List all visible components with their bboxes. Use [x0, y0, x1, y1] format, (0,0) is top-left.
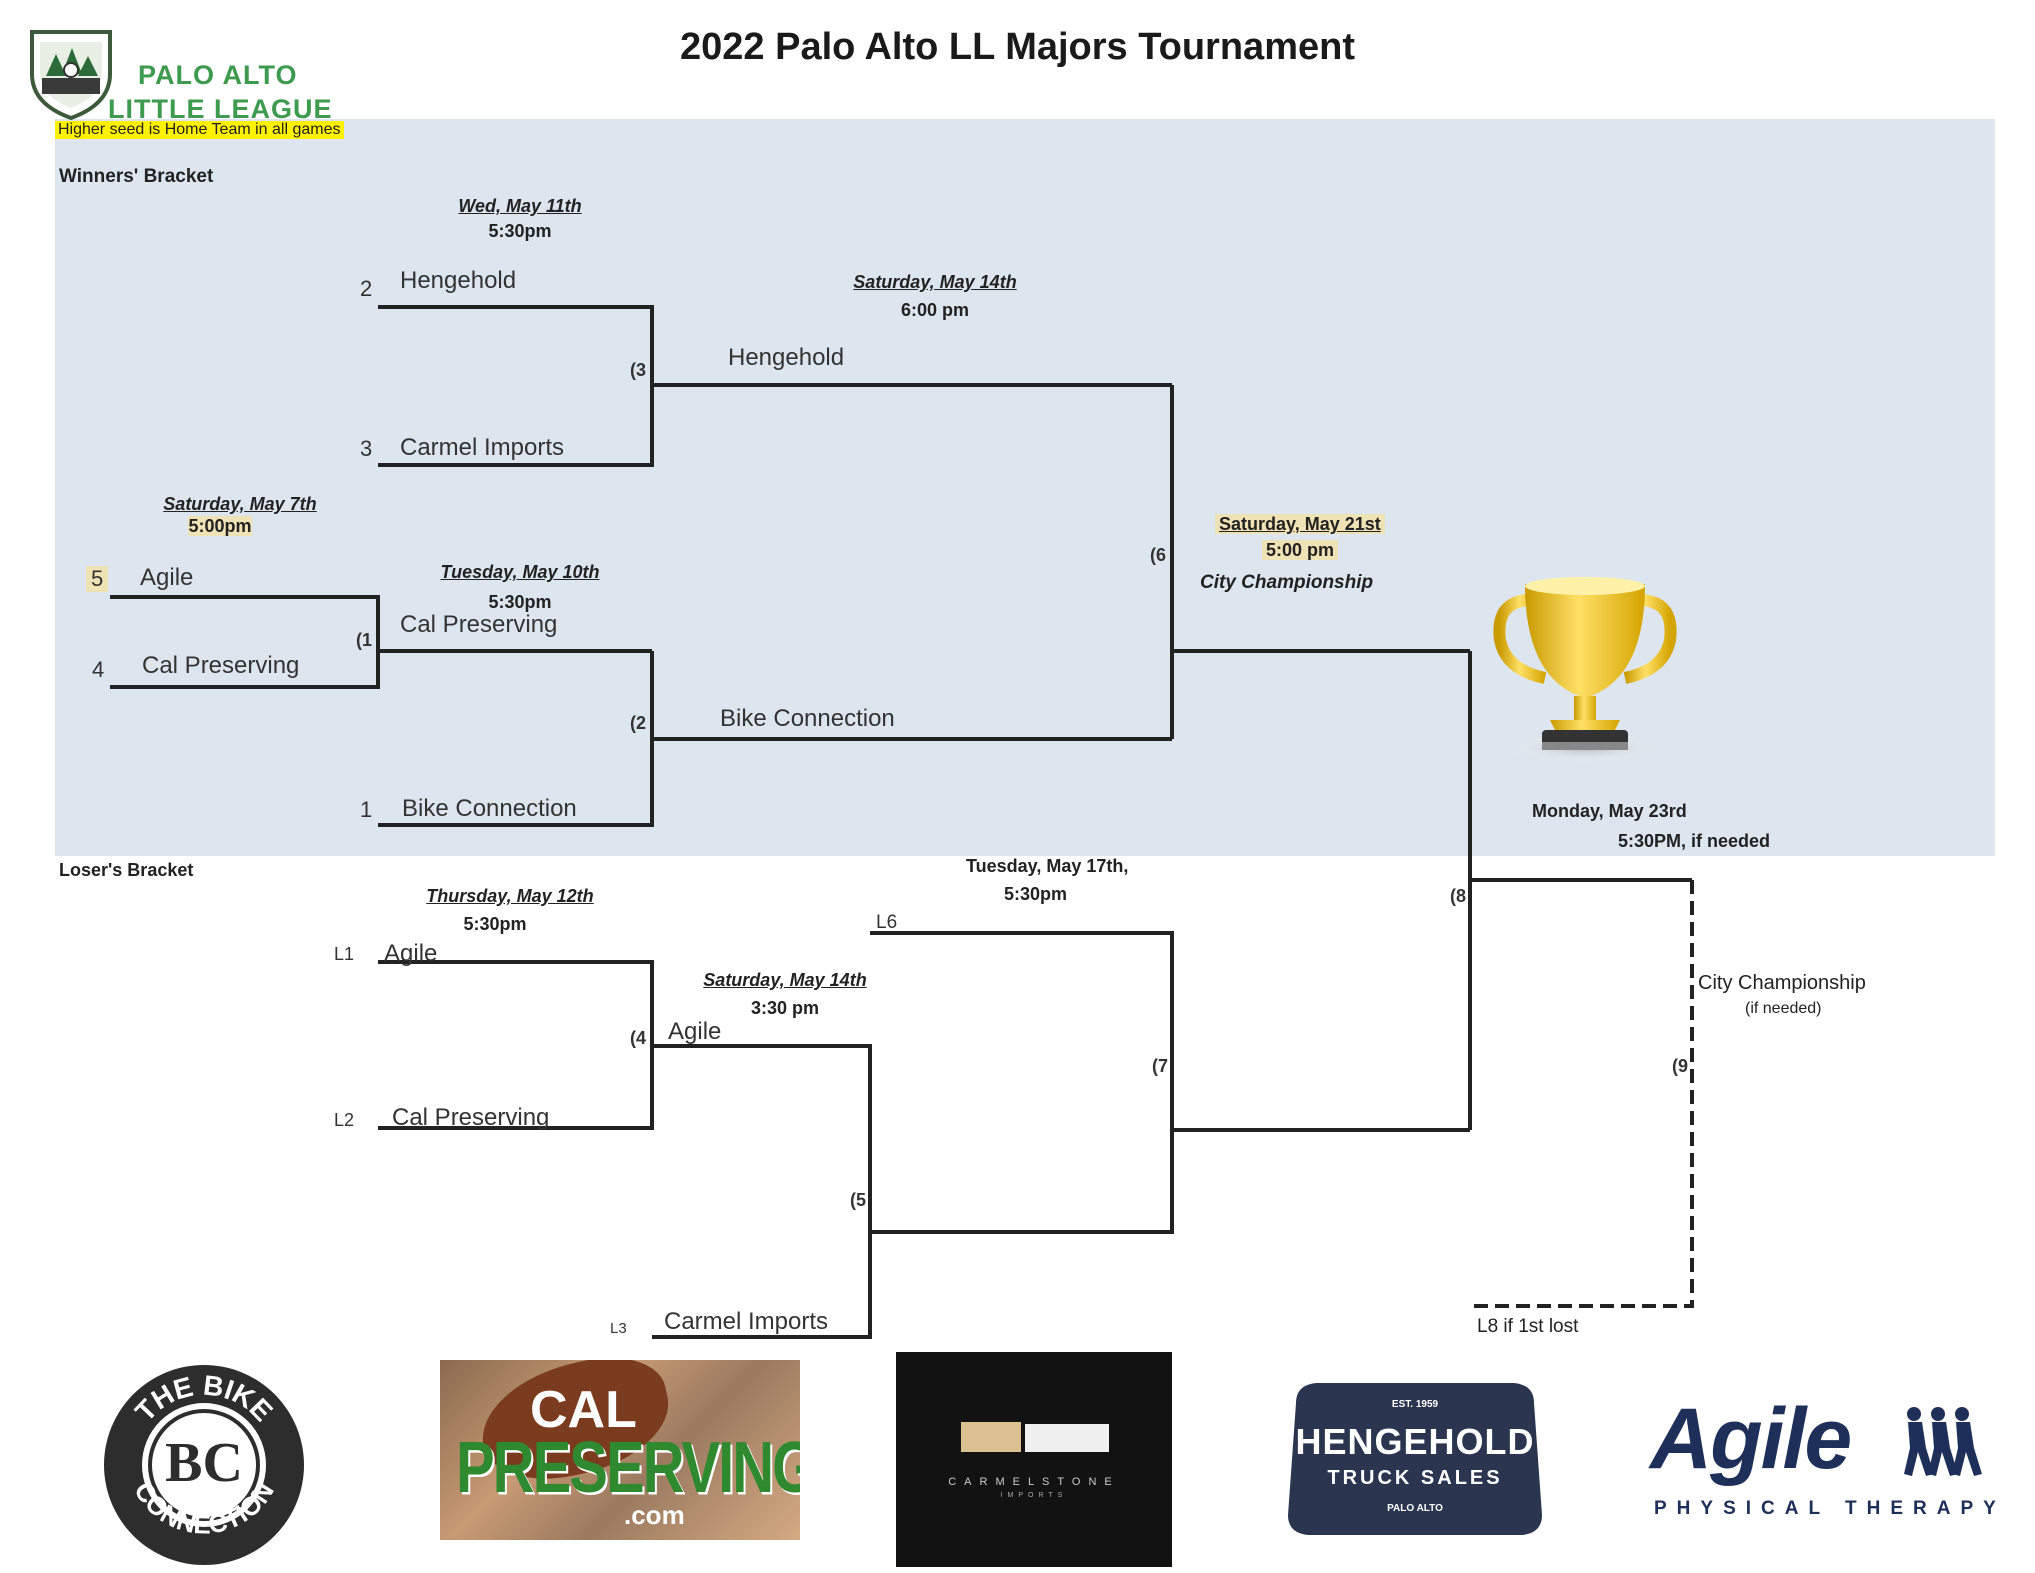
- game2-date: Tuesday, May 10th: [440, 562, 600, 582]
- team-bike-connection-g2: Bike Connection: [402, 795, 577, 822]
- seed-1: 1: [360, 797, 373, 822]
- game6-date: Saturday, May 14th: [853, 272, 1017, 292]
- game9-sub: (if needed): [1745, 1000, 1822, 1017]
- game-3-marker: (3: [630, 360, 647, 380]
- game5-time: 3:30 pm: [750, 998, 820, 1018]
- team-agile-g5: Agile: [668, 1018, 722, 1045]
- hengehold-line3: PALO ALTO: [1387, 1503, 1443, 1514]
- final-time: 5:00 pm: [1262, 540, 1339, 561]
- league-name-line2: LITTLE LEAGUE: [108, 94, 333, 124]
- team-cal-preserving-g4: Cal Preserving: [392, 1104, 550, 1131]
- game-5-marker: (5: [850, 1190, 867, 1210]
- game2-time: 5:30pm: [488, 592, 552, 612]
- cal-line1: CAL: [530, 1381, 637, 1439]
- league-logo: [26, 26, 116, 121]
- game9-label: City Championship: [1698, 972, 1866, 994]
- sponsor-carmel-imports[interactable]: CARMELSTONE IMPORTS: [896, 1352, 1172, 1567]
- game6-time: 6:00 pm: [900, 300, 970, 320]
- final-time-text: 5:00 pm: [1262, 540, 1339, 560]
- winners-bracket-label: Winners' Bracket: [59, 166, 214, 187]
- winners-bracket-panel: [55, 119, 1995, 856]
- round1-time: 5:00pm: [150, 516, 290, 537]
- carmel-line1: CARMELSTONE: [948, 1476, 1120, 1488]
- seed-l2: L2: [334, 1110, 355, 1130]
- team-hengehold-g3: Hengehold: [400, 267, 517, 294]
- game4-date: Thursday, May 12th: [426, 886, 594, 906]
- final-date-text: Saturday, May 21st: [1215, 514, 1385, 534]
- game3-date: Wed, May 11th: [458, 196, 582, 216]
- trophy-icon: [1493, 577, 1677, 762]
- trophy-image: [1490, 570, 1680, 770]
- game-9-marker: (9: [1672, 1056, 1689, 1076]
- cal-line2: PRESERVING: [456, 1426, 800, 1509]
- team-carmel-imports-g3: Carmel Imports: [400, 434, 565, 461]
- game9-bottom: L8 if 1st lost: [1477, 1316, 1579, 1337]
- hengehold-badge-icon: [1288, 1383, 1542, 1535]
- ifneeded-date: Monday, May 23rd: [1532, 801, 1687, 821]
- seed-3: 3: [360, 436, 373, 461]
- game7-time: 5:30pm: [1004, 884, 1068, 904]
- seed-l3: L3: [610, 1320, 627, 1337]
- sponsor-bike-connection[interactable]: BC THE BIKE CONNECTION: [102, 1363, 307, 1568]
- game7-date: Tuesday, May 17th,: [966, 856, 1129, 876]
- league-name-line1: PALO ALTO: [138, 60, 298, 90]
- seed-l6: L6: [876, 912, 898, 933]
- hengehold-line1: HENGEHOLD: [1295, 1421, 1535, 1462]
- sponsor-hengehold[interactable]: EST. 1959 HENGEHOLD TRUCK SALES PALO ALT…: [1272, 1375, 1558, 1545]
- team-carmel-imports-g5: Carmel Imports: [664, 1308, 829, 1335]
- cal-line3: .com: [624, 1500, 685, 1530]
- game5-date: Saturday, May 14th: [703, 970, 867, 990]
- seed-2: 2: [360, 276, 373, 301]
- round1-date: Saturday, May 7th: [163, 494, 317, 514]
- seed-l1: L1: [334, 944, 355, 964]
- carmel-line2: IMPORTS: [1000, 1492, 1068, 1499]
- hengehold-est: EST. 1959: [1391, 1399, 1439, 1410]
- hengehold-line2: TRUCK SALES: [1327, 1467, 1503, 1489]
- game3-time: 5:30pm: [488, 221, 552, 241]
- round1-time-text: 5:00pm: [188, 516, 252, 536]
- team-bike-connection-g6: Bike Connection: [720, 705, 895, 732]
- carmel-tile-b: [1025, 1424, 1109, 1452]
- team-cal-preserving-r1: Cal Preserving: [142, 652, 300, 679]
- bike-connection-logo-icon: BC THE BIKE CONNECTION: [104, 1365, 304, 1565]
- game4-time: 5:30pm: [463, 914, 527, 934]
- team-agile-g4: Agile: [384, 940, 438, 967]
- final-label: City Championship: [1200, 572, 1374, 593]
- seed-4: 4: [92, 657, 105, 682]
- final-date: Saturday, May 21st: [1215, 514, 1385, 535]
- game-4-marker: (4: [630, 1028, 647, 1048]
- team-agile-r1: Agile: [140, 564, 194, 591]
- game-1-marker: (1: [356, 630, 373, 650]
- seed-5: 5: [86, 566, 109, 592]
- home-team-note: Higher seed is Home Team in all games: [55, 121, 344, 139]
- team-hengehold-g6: Hengehold: [728, 344, 845, 371]
- page-title: 2022 Palo Alto LL Majors Tournament: [680, 26, 1355, 68]
- game-2-marker: (2: [630, 713, 647, 733]
- bike-connection-mono: BC: [165, 1432, 243, 1494]
- ifneeded-time: 5:30PM, if needed: [1618, 831, 1771, 851]
- game-7-marker: (7: [1152, 1056, 1169, 1076]
- league-shield-icon: [30, 30, 112, 121]
- sponsor-agile[interactable]: Agile PHYSICAL THERAPY: [1650, 1390, 1996, 1530]
- game-6-marker: (6: [1150, 545, 1167, 565]
- agile-runners-icon: [1904, 1407, 1982, 1476]
- game-8-marker: (8: [1450, 886, 1467, 906]
- team-cal-preserving-g2: Cal Preserving: [400, 611, 558, 638]
- carmel-tile-a: [961, 1422, 1021, 1452]
- losers-bracket-label: Loser's Bracket: [59, 860, 194, 880]
- carmel-logo-mark: [961, 1422, 1111, 1456]
- sponsor-cal-preserving[interactable]: CAL PRESERVING .com: [440, 1360, 800, 1540]
- agile-line1: Agile: [1650, 1391, 1852, 1487]
- agile-line2: PHYSICAL THERAPY: [1654, 1498, 2006, 1519]
